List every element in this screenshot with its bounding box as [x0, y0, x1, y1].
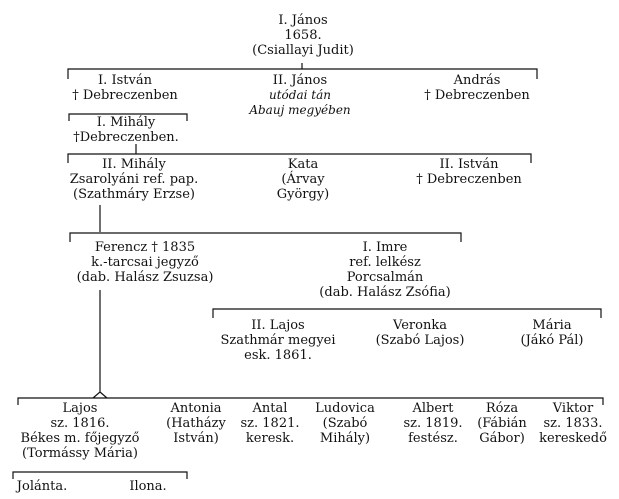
- person-role: Porcsalmán: [346, 270, 424, 285]
- person-imre-i: I. Imre ref. lelkész Porcsalmán (dab. Ha…: [319, 240, 450, 300]
- person-name: I. Imre: [362, 240, 408, 255]
- person-line: Gábor): [479, 431, 525, 446]
- person-roza: Róza (Fábián Gábor): [477, 401, 527, 446]
- person-line: keresk.: [245, 431, 295, 446]
- person-name: Mária: [532, 318, 572, 333]
- person-mihaly-ii: II. Mihály Zsarolyáni ref. pap. (Szathmá…: [70, 157, 198, 202]
- person-istvan-i: I. István † Debreczenben: [72, 73, 178, 103]
- person-name: Ludovica: [315, 401, 375, 416]
- person-line: sz. 1833.: [543, 416, 603, 431]
- person-line: (Tormássy Mária): [22, 446, 138, 461]
- person-antonia: Antonia (Hatházy István): [166, 401, 226, 446]
- person-name: II. István: [439, 157, 499, 172]
- person-note: † Debreczenben: [424, 88, 530, 103]
- person-maria: Mária (Jákó Pál): [520, 318, 583, 348]
- person-note: † Debreczenben: [72, 88, 178, 103]
- person-line: (Hatházy: [166, 416, 226, 431]
- bracket-gen5: [69, 205, 462, 242]
- person-line: esk. 1861.: [244, 348, 312, 363]
- person-line: (Szabó: [322, 416, 368, 431]
- person-name: Ferencz † 1835: [94, 240, 196, 255]
- bracket-ferencz-children: [17, 290, 604, 405]
- person-antal: Antal sz. 1821. keresk.: [240, 401, 299, 446]
- person-spouse: (Jákó Pál): [520, 333, 584, 348]
- person-line: festész.: [408, 431, 458, 446]
- person-role: Zsarolyáni ref. pap.: [69, 172, 199, 187]
- root-person-janos-i: I. János 1658. (Csiallayi Judit): [252, 13, 354, 58]
- person-name: Kata: [287, 157, 319, 172]
- person-name: Antal: [252, 401, 288, 416]
- bracket-istvan-child: [68, 113, 188, 121]
- person-name: Viktor: [552, 401, 594, 416]
- person-spouse: (Csiallayi Judit): [252, 43, 354, 58]
- person-name: II. Mihály: [102, 157, 166, 172]
- bracket-lajos-children: [12, 471, 188, 479]
- person-spouse: (Szathmáry Erzse): [73, 187, 195, 202]
- person-name: I. István: [98, 73, 152, 88]
- person-note: Abauj megyében: [249, 103, 351, 117]
- person-line: István): [173, 431, 219, 446]
- person-ilona: Ilona.: [129, 479, 166, 494]
- person-note: utódai tán: [269, 88, 331, 102]
- person-lajos: Lajos sz. 1816. Békes m. főjegyző (Tormá…: [21, 401, 140, 461]
- person-spouse: (Árvay: [281, 172, 325, 187]
- person-istvan-ii: II. István † Debreczenben: [416, 157, 522, 187]
- person-ferencz: Ferencz † 1835 k.-tarcsai jegyző (dab. H…: [77, 240, 214, 285]
- person-note: † Debreczenben: [416, 172, 522, 187]
- person-name: Veronka: [393, 318, 447, 333]
- person-name: II. Lajos: [251, 318, 305, 333]
- person-line: kereskedő: [539, 431, 607, 446]
- person-role: k.-tarcsai jegyző: [91, 255, 199, 270]
- person-name: Ilona.: [129, 479, 167, 494]
- person-name: II. János: [272, 73, 328, 88]
- person-spouse: (dab. Halász Zsófia): [319, 285, 451, 300]
- person-note: †Debreczenben.: [73, 130, 179, 145]
- person-name: I. Mihály: [96, 115, 156, 130]
- bracket-gen4: [67, 144, 532, 163]
- person-name: Róza: [485, 401, 519, 416]
- person-name: I. János: [278, 13, 328, 28]
- person-janos-ii: II. János utódai tán Abauj megyében: [249, 73, 350, 118]
- person-albert: Albert sz. 1819. festész.: [403, 401, 462, 446]
- person-ludovica: Ludovica (Szabó Mihály): [315, 401, 375, 446]
- person-kata: Kata (Árvay György): [277, 157, 330, 202]
- person-name: Albert: [412, 401, 454, 416]
- person-line: sz. 1819.: [403, 416, 463, 431]
- person-andras: András † Debreczenben: [424, 73, 530, 103]
- person-veronka: Veronka (Szabó Lajos): [376, 318, 465, 348]
- person-spouse: György): [276, 187, 330, 202]
- person-line: sz. 1821.: [240, 416, 300, 431]
- bracket-gen2: [67, 63, 538, 79]
- person-name: Lajos: [62, 401, 98, 416]
- person-spouse: (Szabó Lajos): [375, 333, 465, 348]
- person-role: ref. lelkész: [349, 255, 421, 270]
- person-line: sz. 1816.: [50, 416, 110, 431]
- person-name: András: [453, 73, 501, 88]
- person-line: Mihály): [319, 431, 371, 446]
- person-name: Antonia: [170, 401, 222, 416]
- person-mihaly-i: I. Mihály †Debreczenben.: [73, 115, 179, 145]
- person-line: (Fábián: [477, 416, 527, 431]
- bracket-imre-children: [212, 308, 602, 318]
- person-line: Szathmár megyei: [220, 333, 336, 348]
- person-name: Jolánta.: [16, 479, 68, 494]
- person-jolanta: Jolánta.: [17, 479, 67, 494]
- person-viktor: Viktor sz. 1833. kereskedő: [539, 401, 607, 446]
- person-year: 1658.: [284, 28, 322, 43]
- person-line: Békes m. főjegyző: [20, 431, 140, 446]
- person-spouse: (dab. Halász Zsuzsa): [76, 270, 214, 285]
- person-lajos-ii: II. Lajos Szathmár megyei esk. 1861.: [220, 318, 335, 363]
